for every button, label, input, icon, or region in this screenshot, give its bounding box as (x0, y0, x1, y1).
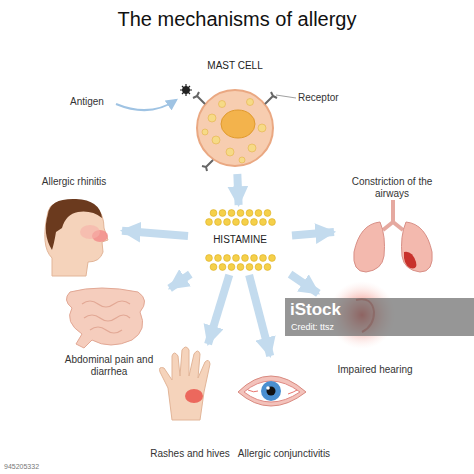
granule (233, 219, 240, 226)
image-id: 945205332 (4, 462, 39, 471)
effect-arrow (292, 232, 334, 236)
granule (224, 255, 231, 262)
node-caption: MAST CELL (190, 60, 280, 72)
granule (269, 219, 276, 226)
granule (215, 255, 222, 262)
lungs-illustration (354, 200, 433, 272)
granule (228, 264, 235, 271)
watermark: Credit: ttsz (291, 322, 334, 333)
effect-arrow (208, 275, 229, 344)
granule (219, 210, 226, 217)
granule (206, 255, 213, 262)
granule (242, 219, 249, 226)
granule (210, 210, 217, 217)
granule (206, 219, 213, 226)
symptom-node: Allergic rhinitis (28, 176, 120, 278)
symptom-node: Rashes and hives (145, 346, 235, 460)
antigen (129, 84, 192, 116)
granule (224, 219, 231, 226)
node-caption: Allergic rhinitis (28, 176, 120, 188)
granule (260, 255, 267, 262)
granule (264, 264, 271, 271)
symptom-node: Abdominal pain and diarrhea (50, 282, 168, 378)
granule (264, 210, 271, 217)
granule (233, 255, 240, 262)
intestine-illustration (66, 288, 144, 348)
granule (246, 210, 253, 217)
granule (219, 264, 226, 271)
granule (251, 219, 258, 226)
node-caption: Rashes and hives (145, 448, 235, 460)
hand-illustration (160, 347, 211, 420)
node-caption: Allergic conjunctivitis (236, 448, 332, 460)
effect-arrow (237, 174, 238, 205)
granule (255, 264, 262, 271)
granule (251, 255, 258, 262)
mast-cell (193, 90, 277, 171)
mediator-node: HISTAMINE (190, 207, 290, 273)
symptom-node: Constriction of the airways (336, 176, 448, 278)
granule (242, 255, 249, 262)
effect-arrow (122, 231, 188, 236)
eye-illustration (238, 376, 306, 406)
node-caption: Constriction of the airways (336, 176, 448, 200)
title: The mechanisms of allergy (0, 8, 474, 31)
granule (228, 210, 235, 217)
granule (210, 264, 217, 271)
node-caption: Impaired hearing (320, 364, 430, 376)
part-label: Antigen (70, 96, 104, 108)
effect-arrow (290, 274, 318, 293)
node-caption: HISTAMINE (190, 234, 290, 246)
head-illustration (45, 199, 108, 276)
part-label: Receptor (298, 92, 339, 104)
granule (246, 264, 253, 271)
cell-node: MAST CELL (190, 60, 280, 172)
granule (237, 210, 244, 217)
granule (255, 210, 262, 217)
effect-arrow (170, 274, 191, 288)
node-caption: Abdominal pain and diarrhea (50, 354, 168, 378)
granule (215, 219, 222, 226)
antigen-arrow (116, 100, 176, 110)
granule (260, 219, 267, 226)
granule (269, 255, 276, 262)
effect-arrow (249, 275, 270, 356)
watermark: iStock (290, 300, 341, 319)
symptom-node: Allergic conjunctivitis (236, 358, 332, 460)
granule (237, 264, 244, 271)
